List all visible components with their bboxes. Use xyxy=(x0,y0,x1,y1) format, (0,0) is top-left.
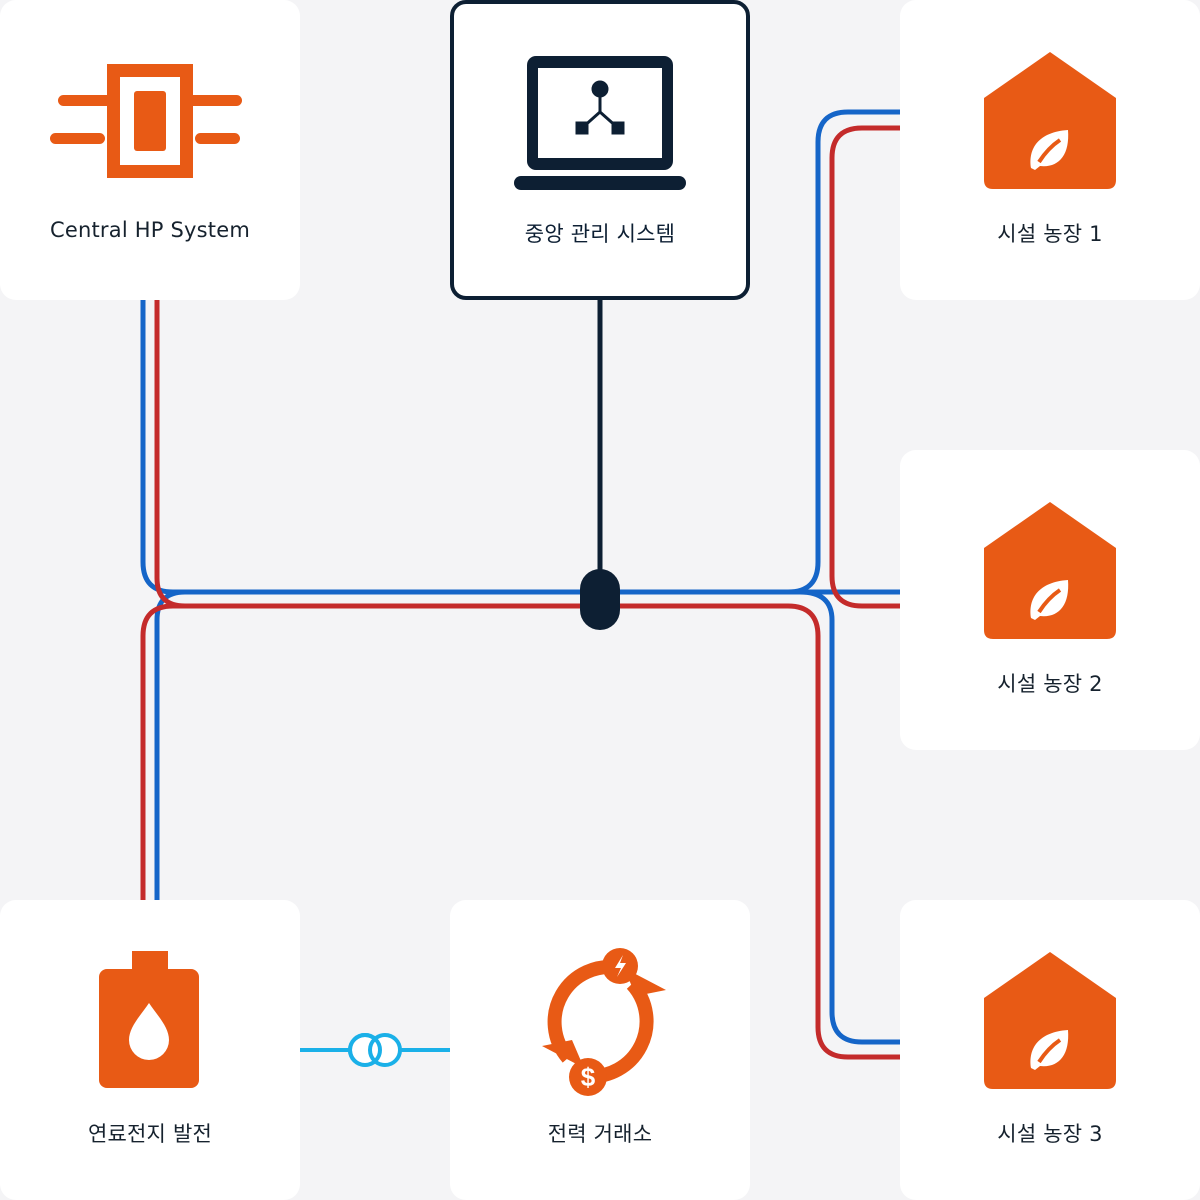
greenhouse-leaf-icon xyxy=(984,52,1116,189)
fuel-cell-label: 연료전지 발전 xyxy=(88,1122,212,1146)
blue-pipe-farm3 xyxy=(829,620,900,1045)
farm-2-label: 시설 농장 2 xyxy=(997,672,1103,696)
red-pipe-fuelcell xyxy=(140,603,580,900)
farm-3-label: 시설 농장 3 xyxy=(997,1122,1103,1146)
blue-pipe-hp xyxy=(140,109,900,595)
farm-2-card[interactable]: 시설 농장 2 xyxy=(900,450,1200,750)
heat-pump-icon xyxy=(50,64,242,178)
control-junction xyxy=(580,569,620,630)
red-pipe-main xyxy=(580,603,900,1060)
greenhouse-leaf-icon xyxy=(984,502,1116,639)
red-pipe-hp xyxy=(154,300,580,609)
power-dollar-exchange-icon: $ xyxy=(542,948,666,1096)
central-hp-card[interactable]: Central HP System xyxy=(0,0,300,300)
laptop-network-icon xyxy=(514,56,686,190)
power-exchange-label: 전력 거래소 xyxy=(547,1122,653,1146)
control-system-label: 중앙 관리 시스템 xyxy=(524,222,676,246)
greenhouse-leaf-icon xyxy=(984,952,1116,1089)
control-system-card[interactable]: 중앙 관리 시스템 xyxy=(450,0,750,300)
fuel-tank-drop-icon xyxy=(99,951,199,1088)
svg-text:$: $ xyxy=(581,1062,596,1092)
blue-pipe-join xyxy=(799,589,835,621)
power-exchange-card[interactable]: $ 전력 거래소 xyxy=(450,900,750,1200)
blue-pipe-fuelcell xyxy=(154,589,580,900)
farm-1-label: 시설 농장 1 xyxy=(997,222,1103,246)
central-hp-label: Central HP System xyxy=(50,218,250,242)
transformer-ring-front xyxy=(348,1033,382,1067)
farm-1-card[interactable]: 시설 농장 1 xyxy=(900,0,1200,300)
red-pipe-farm1 xyxy=(829,125,900,609)
farm-3-card[interactable]: 시설 농장 3 xyxy=(900,900,1200,1200)
fuel-cell-card[interactable]: 연료전지 발전 xyxy=(0,900,300,1200)
